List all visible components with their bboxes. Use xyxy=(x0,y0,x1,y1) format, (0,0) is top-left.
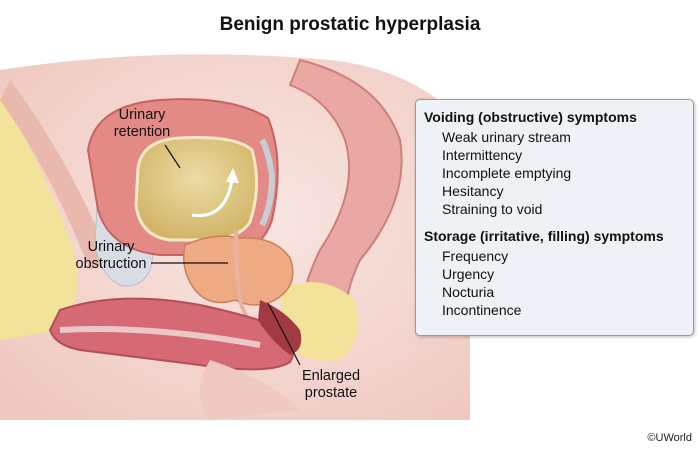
urine-flow-arrow xyxy=(191,179,234,218)
urine xyxy=(134,136,259,242)
list-item: Straining to void xyxy=(442,201,543,217)
vas-deferens xyxy=(259,138,276,227)
diagram-title: Benign prostatic hyperplasia xyxy=(219,14,481,35)
list-item: Hesitancy xyxy=(442,183,504,199)
list-item: Frequency xyxy=(442,248,509,264)
abdominal-wall xyxy=(0,80,110,270)
storage-symptoms-heading: Storage (irritative, filling) symptoms xyxy=(424,228,664,244)
prostate-leader xyxy=(267,302,301,366)
label-enlarged-prostate: Enlarged prostate xyxy=(301,368,361,401)
list-item: Intermittency xyxy=(442,147,523,163)
label-urinary-retention: Urinary retention xyxy=(113,107,171,140)
list-item: Weak urinary stream xyxy=(442,129,571,145)
retention-leader xyxy=(164,144,181,169)
bulbar-tissue xyxy=(258,300,302,355)
voiding-symptoms-heading: Voiding (obstructive) symptoms xyxy=(424,109,637,125)
scrotum xyxy=(200,360,300,420)
voiding-symptoms-list: Weak urinary stream Intermittency Incomp… xyxy=(424,128,693,218)
symptoms-panel: Voiding (obstructive) symptoms Weak urin… xyxy=(415,99,694,336)
storage-symptoms-list: Frequency Urgency Nocturia Incontinence xyxy=(424,247,693,319)
label-urinary-obstruction: Urinary obstruction xyxy=(75,239,147,272)
fat-layer-left xyxy=(0,95,78,340)
corpus-spongiosum xyxy=(59,326,261,348)
list-item: Urgency xyxy=(442,266,495,282)
copyright-notice: ©UWorld xyxy=(647,432,692,444)
list-item: Incontinence xyxy=(442,302,522,318)
list-item: Nocturia xyxy=(442,284,495,300)
list-item: Incomplete emptying xyxy=(442,165,572,181)
